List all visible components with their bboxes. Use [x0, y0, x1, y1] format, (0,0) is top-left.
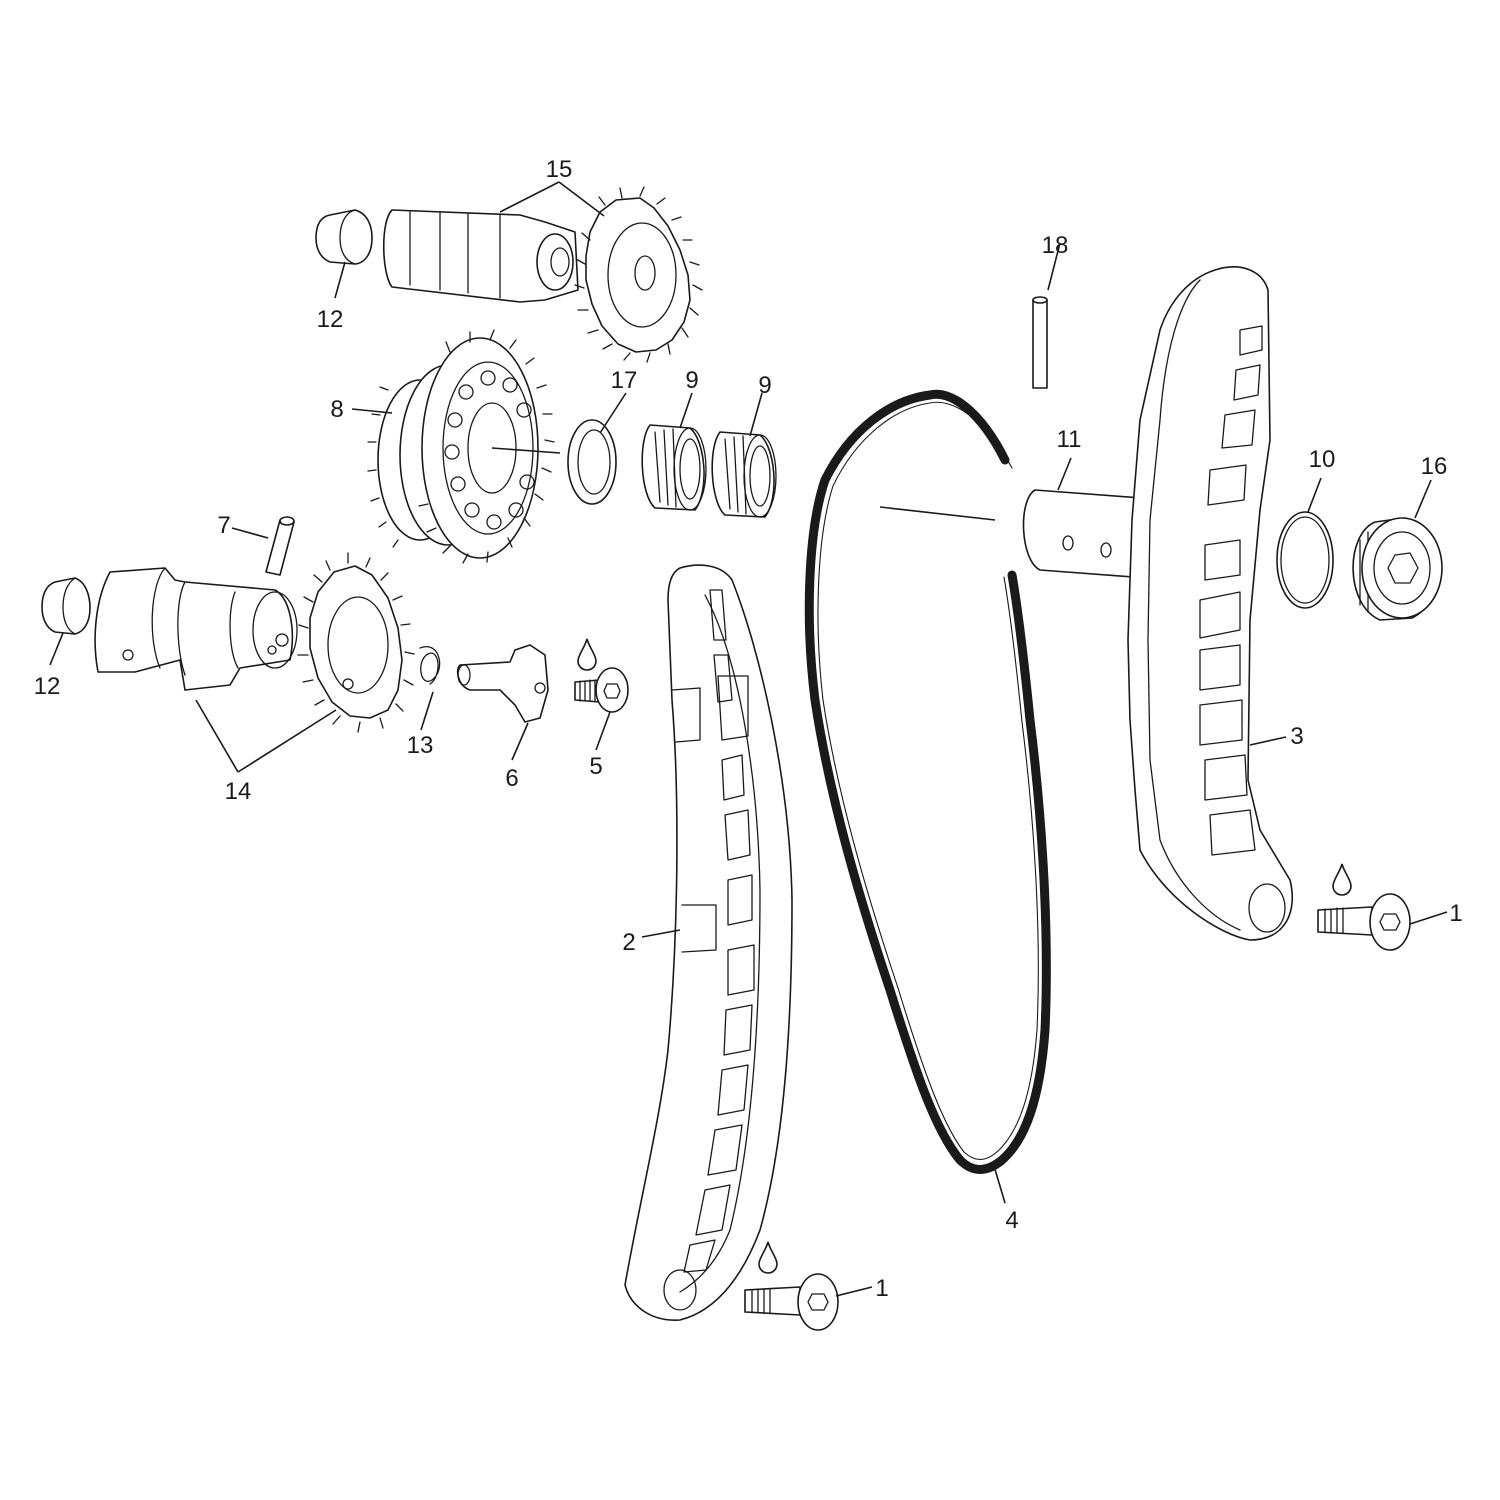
part-5-bolt — [574, 667, 629, 713]
callout-13: 13 — [407, 732, 434, 759]
callout-12-top: 12 — [317, 306, 344, 333]
callout-2: 2 — [622, 929, 635, 956]
callout-1-lower: 1 — [875, 1275, 888, 1302]
part-3-tensioner-rail — [1127, 266, 1294, 941]
callout-9-b: 9 — [758, 372, 771, 399]
part-2-guide-rail — [624, 564, 793, 1321]
part-13-spring — [419, 646, 441, 685]
part-17-thrust-washer — [567, 419, 617, 505]
part-8-gear-assembly — [367, 329, 561, 564]
callout-11: 11 — [1057, 426, 1082, 453]
part-15-camshaft-exhaust — [382, 209, 579, 303]
part-18-pin — [1032, 296, 1048, 389]
part-16-screw-plug — [1352, 517, 1443, 621]
part-6-decompressor-lever — [456, 644, 549, 723]
part-4-timing-chain — [804, 389, 1051, 1174]
callout-8: 8 — [330, 396, 343, 423]
part-14-cam-sprocket — [297, 552, 415, 733]
callout-1-upper: 1 — [1449, 900, 1462, 927]
part-14-camshaft-intake — [94, 567, 298, 691]
callout-9-a: 9 — [685, 367, 698, 394]
callout-7: 7 — [217, 512, 230, 539]
part-9-needle-bearing-a — [641, 424, 707, 511]
callout-17: 17 — [611, 367, 638, 394]
leader-lines — [49, 181, 1448, 1297]
callout-10: 10 — [1309, 446, 1336, 473]
part-1-bolt-lower — [744, 1273, 839, 1331]
oil-drop-icon — [1332, 863, 1352, 896]
part-1-bolt-upper — [1317, 893, 1411, 951]
callout-6: 6 — [505, 765, 518, 792]
part-15-cam-sprocket — [574, 186, 703, 363]
callout-12-left: 12 — [34, 673, 61, 700]
part-7-dowel-pin — [265, 516, 295, 576]
part-12-cap-left — [41, 577, 91, 635]
callout-labels: 15 12 18 8 17 9 9 11 10 16 7 12 13 6 5 1… — [34, 156, 1463, 1302]
callout-4: 4 — [1005, 1207, 1018, 1234]
oil-drop-icon — [577, 638, 597, 671]
callout-5: 5 — [589, 753, 602, 780]
callout-3: 3 — [1290, 723, 1303, 750]
part-10-o-ring — [1276, 511, 1334, 609]
callout-14: 14 — [225, 778, 252, 805]
callout-15: 15 — [546, 156, 573, 183]
part-12-cap-top — [315, 209, 373, 265]
oil-drop-icon — [758, 1241, 778, 1274]
callout-16: 16 — [1421, 453, 1448, 480]
part-9-needle-bearing-b — [711, 431, 777, 518]
callout-18: 18 — [1042, 232, 1069, 259]
